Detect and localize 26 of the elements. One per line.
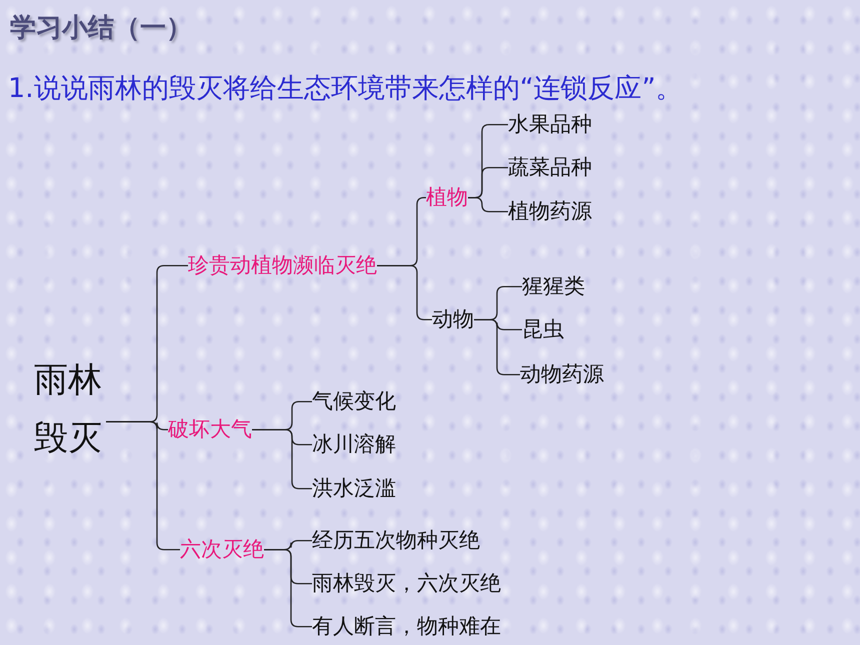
topic-text: 破坏大气	[168, 417, 252, 441]
brace-connector	[468, 196, 508, 212]
slide-title: 学习小结（一）	[10, 12, 192, 45]
topic-text: 水果品种	[508, 112, 592, 136]
topic-text: 植物	[426, 185, 468, 209]
topic-text: 植物药源	[508, 199, 592, 223]
topic-text: 气候变化	[312, 389, 396, 413]
topic-text: 蔬菜品种	[508, 155, 592, 179]
topic-text: 猩猩类	[522, 274, 585, 298]
question-text: 1.说说雨林的毁灭将给生态环境带来怎样的“连锁反应”。	[8, 72, 683, 106]
topic-text: 有人断言，物种难在	[312, 614, 501, 638]
brace-connector	[106, 421, 180, 550]
topic-text: 冰川溶解	[312, 432, 396, 456]
brace-connector	[474, 318, 520, 376]
brace-connector	[252, 428, 312, 490]
root-topic-text: 雨林毁灭	[34, 360, 102, 458]
topic-text: 动物	[432, 307, 474, 331]
topic-text: 动物药源	[520, 362, 604, 386]
topic-text: 雨林毁灭，六次灭绝	[312, 571, 501, 595]
brace-connector	[377, 264, 432, 320]
topic-text: 珍贵动植物濒临灭绝	[188, 253, 377, 277]
topic-text: 洪水泛滥	[312, 476, 396, 500]
topic-text: 六次灭绝	[180, 537, 264, 561]
brace-connector	[264, 548, 312, 628]
topic-text: 经历五次物种灭绝	[312, 528, 480, 552]
topic-text: 昆虫	[522, 317, 564, 341]
